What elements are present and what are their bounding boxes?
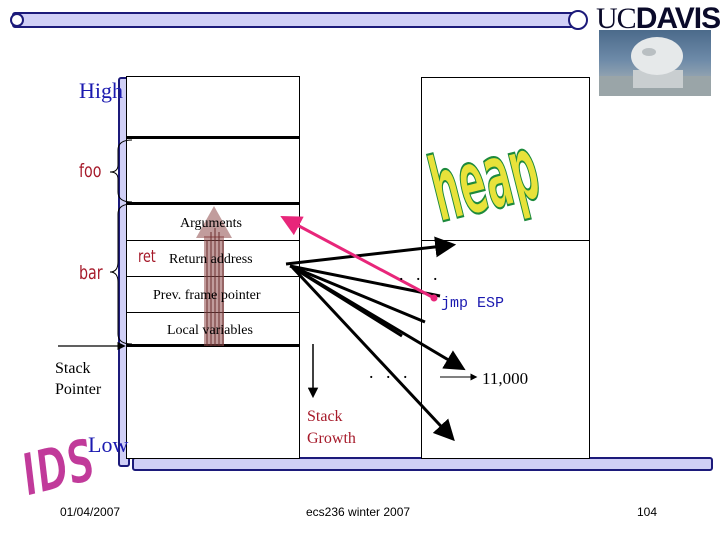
bar-label: bar bbox=[79, 262, 103, 284]
jmp-esp-label: jmp ESP bbox=[441, 295, 504, 312]
count-label: 11,000 bbox=[482, 369, 528, 389]
local-variables-label: Local variables bbox=[167, 323, 253, 339]
stack-growth-label-line2: Growth bbox=[307, 430, 356, 448]
ellipsis-upper: . . . bbox=[399, 264, 442, 285]
bar-brace bbox=[110, 204, 132, 344]
ret-label: ret bbox=[138, 247, 156, 267]
foo-label: foo bbox=[79, 160, 101, 182]
stack-pointer-label-line2: Pointer bbox=[55, 381, 101, 399]
footer-page-number: 104 bbox=[637, 505, 657, 519]
arguments-label: Arguments bbox=[180, 216, 242, 232]
stack-growth-label-line1: Stack bbox=[307, 408, 343, 426]
jmp-esp-dot bbox=[431, 295, 438, 302]
footer-course: ecs236 winter 2007 bbox=[306, 505, 410, 519]
foo-brace bbox=[110, 140, 132, 202]
high-label: High bbox=[79, 78, 123, 104]
jmp-esp-arrow bbox=[284, 218, 434, 298]
footer-date: 01/04/2007 bbox=[60, 505, 120, 519]
ellipsis-lower: . . . bbox=[369, 362, 412, 383]
heap-wordart: heap bbox=[420, 117, 549, 244]
svg-text:heap: heap bbox=[420, 117, 549, 244]
return-address-label: Return address bbox=[169, 252, 253, 268]
low-label: Low bbox=[88, 432, 128, 458]
prev-frame-pointer-label: Prev. frame pointer bbox=[153, 288, 261, 304]
stack-pointer-label-line1: Stack bbox=[55, 360, 91, 378]
